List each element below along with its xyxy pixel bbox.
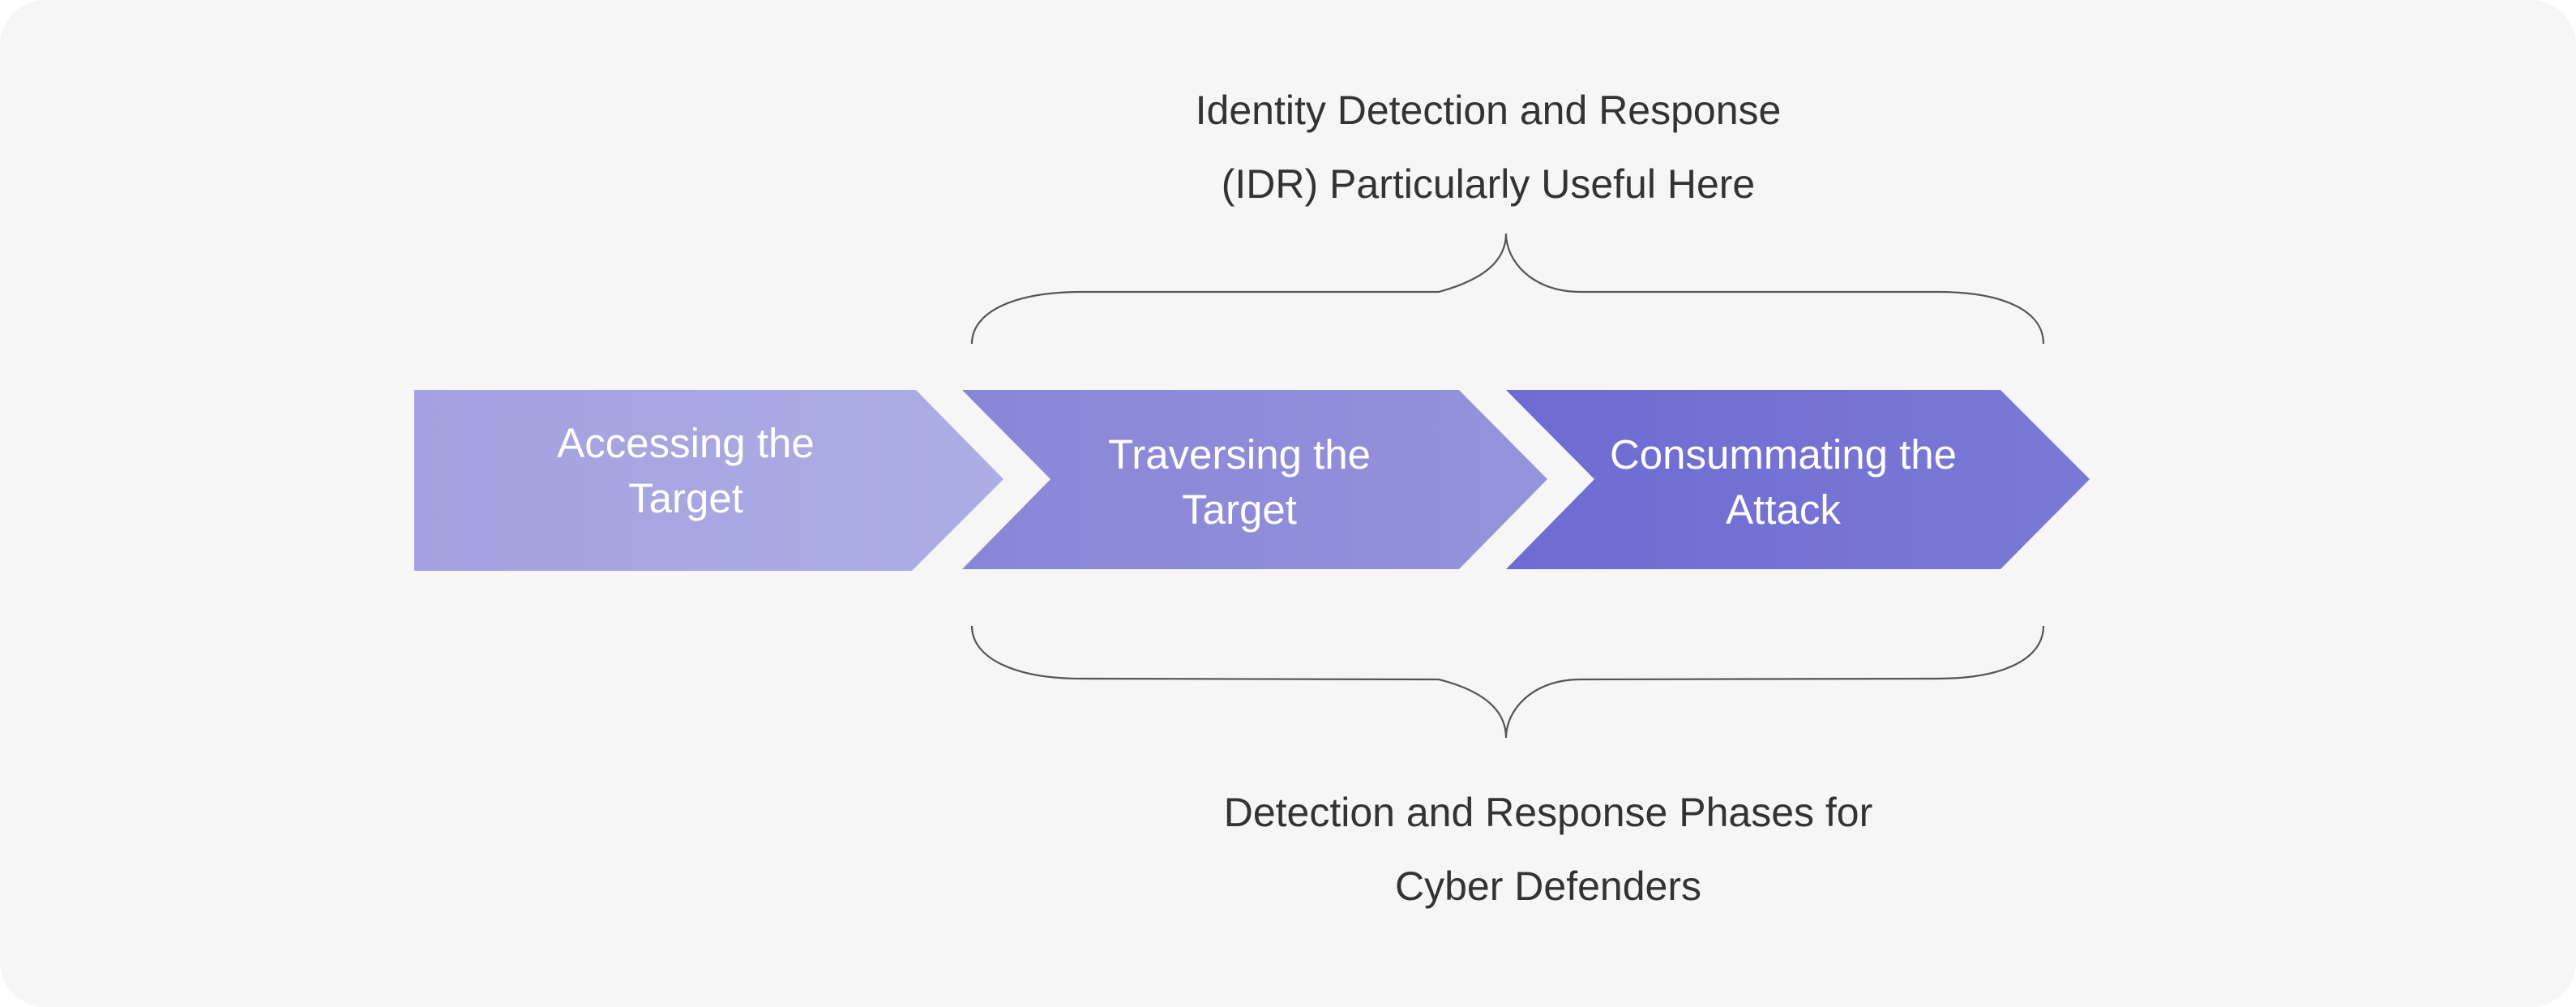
- detection-caption-line-2: Cyber Defenders: [1395, 863, 1701, 909]
- step-arrow-accessing-target: [414, 390, 1003, 571]
- step-arrow-consummating-attack: [1506, 390, 2090, 569]
- detection-caption-line-1: Detection and Response Phases for: [1223, 790, 1873, 835]
- step-1-label-line-2: Target: [628, 475, 743, 521]
- step-2-label-line-1: Traversing the: [1107, 431, 1371, 478]
- step-3-label-line-2: Attack: [1726, 486, 1841, 533]
- step-label-consummating-attack: Consummating the Attack: [1540, 427, 2026, 538]
- step-arrow-traversing-target: [962, 390, 1547, 569]
- bottom-brace: [970, 625, 2045, 739]
- top-brace: [970, 233, 2045, 345]
- step-1-label-line-1: Accessing the: [557, 420, 815, 466]
- detection-response-caption: Detection and Response Phases for Cyber …: [1062, 776, 2035, 923]
- idr-caption: Identity Detection and Response (IDR) Pa…: [1002, 74, 1975, 221]
- step-label-traversing-target: Traversing the Target: [996, 427, 1483, 538]
- step-label-accessing-target: Accessing the Target: [443, 416, 929, 526]
- idr-caption-line-1: Identity Detection and Response: [1195, 88, 1782, 133]
- step-2-label-line-2: Target: [1182, 486, 1297, 533]
- step-3-label-line-1: Consummating the: [1609, 431, 1958, 478]
- idr-caption-line-2: (IDR) Particularly Useful Here: [1221, 161, 1756, 207]
